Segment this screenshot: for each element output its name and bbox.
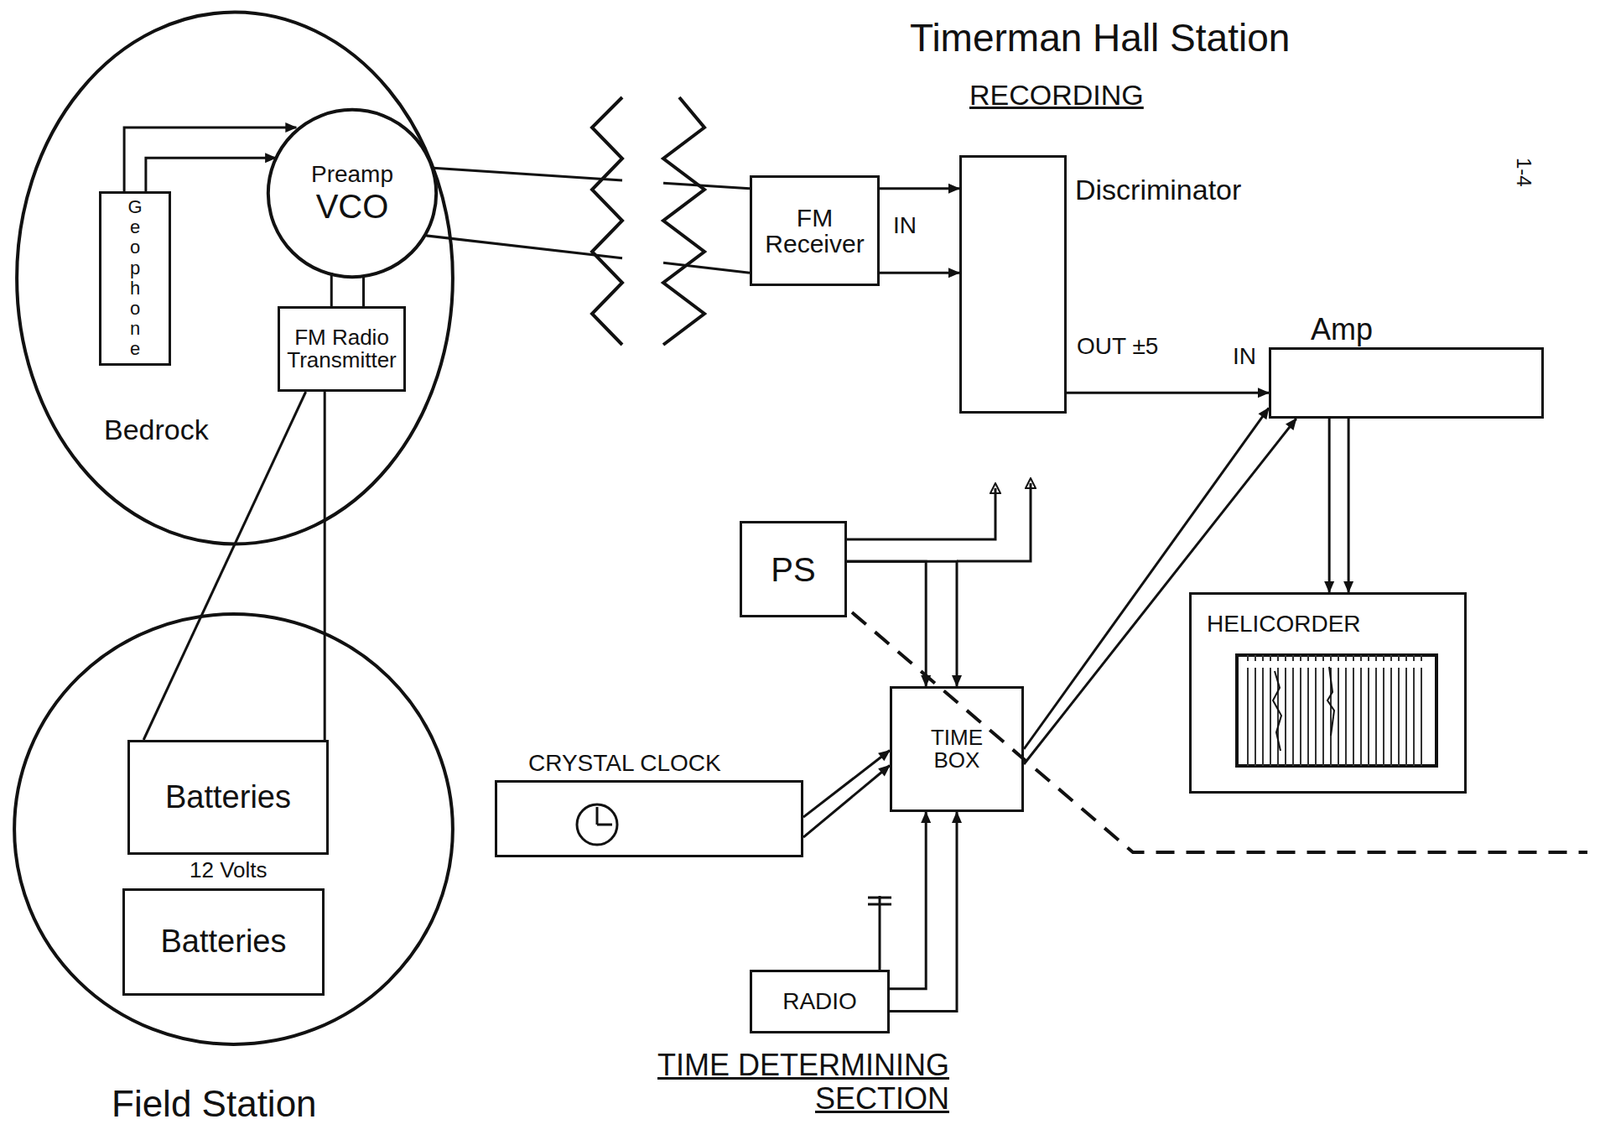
connector (433, 167, 750, 188)
battery-box: Batteries (122, 888, 325, 996)
clock-icon (576, 804, 618, 845)
section-heading: TIME DETERMINING SECTION (578, 1048, 951, 1115)
radio-link-zigzag (663, 97, 705, 345)
connector (1347, 418, 1351, 593)
circle-outline (15, 10, 455, 546)
node-text: TIME BOX (929, 726, 985, 773)
page-number: 1-4 (1512, 155, 1535, 189)
time-box: TIME BOX (889, 685, 1024, 812)
circle-outline (16, 12, 453, 545)
signal-label: OUT ±5 (1075, 333, 1160, 360)
discriminator-box: Discriminator (959, 155, 1067, 414)
connector (425, 235, 750, 273)
geophone-box: Geophone (98, 191, 172, 366)
node-text: FM Radio Transmitter (285, 326, 399, 373)
connector (362, 275, 365, 307)
voltage-label: 12 Volts (187, 857, 270, 883)
node-text: Geophone (124, 197, 146, 360)
node-text: Field Station (109, 1083, 319, 1124)
circle-outline (14, 613, 453, 1045)
node-text: Bedrock (102, 414, 211, 446)
antenna-symbol (867, 895, 892, 970)
title: Timerman Hall Station (908, 16, 1292, 60)
node-text: Preamp (309, 161, 395, 188)
signal-label: IN (1231, 343, 1258, 370)
connector (330, 272, 333, 307)
connector (889, 811, 926, 989)
connector (803, 750, 890, 818)
radio-box: RADIO (749, 969, 890, 1034)
battery-box: Batteries (127, 739, 329, 855)
signal-label: IN (891, 212, 919, 239)
radio-link-zigzag (592, 97, 623, 345)
dashed-boundary (851, 612, 1588, 852)
node-text: VCO (314, 187, 391, 225)
circle-outline (268, 109, 437, 277)
seismogram-drum (1236, 654, 1437, 766)
node-text: RADIO (780, 988, 859, 1015)
connector (1023, 418, 1297, 764)
section-heading: RECORDING (967, 79, 1146, 111)
field-circle: Bedrock Geophone PreampVCO FM Radio Transmi… (15, 10, 455, 546)
connector (846, 561, 957, 686)
connector (1328, 418, 1331, 593)
node-text: HELICORDER (1205, 611, 1363, 638)
node-text: Amp (1309, 312, 1375, 347)
node-text: Batteries (159, 924, 289, 960)
connector (879, 187, 960, 190)
node-text: CRYSTAL CLOCK (526, 750, 723, 777)
helicorder-box: HELICORDER (1189, 592, 1467, 794)
connector (1023, 407, 1269, 749)
connector (1066, 391, 1269, 395)
node-text: PS (768, 550, 817, 588)
receiver-box: FM Receiver (749, 175, 880, 286)
node-text: Discriminator (1073, 174, 1243, 206)
connector (846, 561, 926, 686)
connector (889, 811, 957, 1011)
transmitter-box: FM Radio Transmitter (277, 306, 406, 392)
field-station-circle: Field StationBatteriesBatteries (12, 612, 455, 1046)
connector (145, 157, 276, 192)
power-line (956, 483, 1031, 562)
circle-outline (12, 612, 455, 1046)
connector (803, 765, 890, 838)
node-text: FM Receiver (763, 204, 866, 258)
connector (323, 391, 327, 740)
connector (879, 271, 960, 275)
amp-box: Amp (1268, 347, 1544, 419)
node-text: Batteries (163, 779, 293, 816)
power-supply-box: PS (739, 520, 847, 618)
clock-box: CRYSTAL CLOCK (494, 779, 804, 858)
preamp-circle: PreampVCO (267, 109, 437, 278)
power-line (846, 488, 996, 540)
